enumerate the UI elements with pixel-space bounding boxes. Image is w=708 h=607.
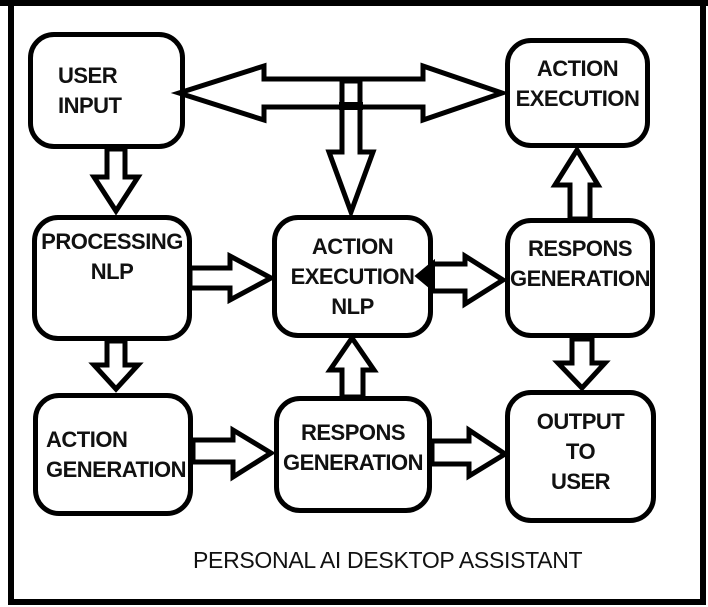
node-label-line: RESPONS <box>300 420 406 445</box>
node-label-line: RESPONS <box>527 236 633 261</box>
node-label-line: ACTION <box>311 233 394 259</box>
node-label-line: USER <box>58 62 118 88</box>
node-label-line: PROCESSING <box>41 229 183 254</box>
node-label-line: EXECUTION <box>290 263 415 289</box>
node-respons-generation-mid: RESPONS GENERATION <box>505 218 655 338</box>
node-label-line: GENERATION <box>509 266 651 291</box>
node-label-line: OUTPUT <box>536 409 625 434</box>
node-label-line: ACTION <box>46 426 128 452</box>
outer-border <box>8 0 706 605</box>
node-action-generation: ACTION GENERATION <box>33 393 193 516</box>
node-label-line: INPUT <box>58 92 122 118</box>
node-label-line: EXECUTION <box>515 86 640 111</box>
node-output-to-user: OUTPUT TO USER <box>505 390 656 523</box>
node-action-execution-nlp: ACTION EXECUTION NLP <box>272 215 433 338</box>
node-label-line: NLP <box>90 259 134 284</box>
diagram-title: PERSONAL AI DESKTOP ASSISTANT <box>193 547 583 573</box>
node-label-line: TO <box>565 439 596 464</box>
node-label-line: ACTION <box>536 56 619 81</box>
node-label-line: GENERATION <box>282 450 424 475</box>
node-user-input: USER INPUT <box>28 32 185 149</box>
node-label-line: GENERATION <box>46 456 187 482</box>
node-action-execution: ACTION EXECUTION <box>505 38 650 148</box>
node-label-line: NLP <box>331 293 374 319</box>
node-respons-generation-bottom: RESPONS GENERATION <box>274 396 432 513</box>
node-processing-nlp: PROCESSING NLP <box>32 215 192 341</box>
node-label-line: USER <box>550 469 611 494</box>
